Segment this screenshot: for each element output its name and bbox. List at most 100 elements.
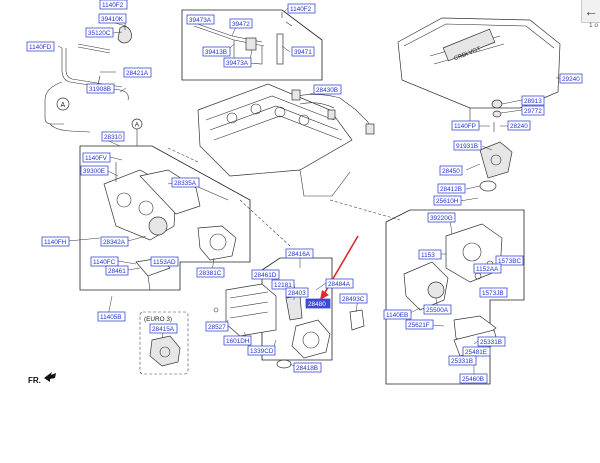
label-28461[interactable]: 28461 [105, 265, 129, 276]
egr-cooler-inset [213, 257, 365, 369]
egr-cooler [225, 283, 277, 337]
cover-badge [442, 28, 496, 62]
svg-text:25610H: 25610H [436, 198, 459, 205]
label-25331b[interactable]: 25331B [477, 336, 506, 347]
gasket-part [276, 359, 292, 369]
engine-cover: CRDi VGT [397, 17, 561, 132]
label-29772[interactable]: 29772 [521, 105, 545, 116]
egr-pipe-assembly: A [44, 22, 132, 133]
label-1573bc[interactable]: 1573BC [495, 255, 524, 266]
svg-text:1140FC: 1140FC [93, 259, 116, 266]
label-31908b[interactable]: 31908B [86, 83, 115, 94]
page-indicator: 1 o [588, 22, 598, 29]
label-1573jb[interactable]: 1573JB [479, 287, 508, 298]
svg-text:25460B: 25460B [462, 376, 484, 383]
label-91931b[interactable]: 91931B [453, 140, 482, 151]
svg-text:28240: 28240 [510, 123, 528, 130]
label-28342a[interactable]: 28342A [100, 236, 129, 247]
label-28421a[interactable]: 28421A [123, 67, 152, 78]
svg-text:1339CD: 1339CD [250, 348, 274, 355]
label-28484a[interactable]: 28484A [325, 278, 354, 289]
svg-text:35120C: 35120C [88, 30, 111, 37]
label-28335a[interactable]: 28335A [171, 177, 200, 188]
svg-text:1152AA: 1152AA [476, 266, 499, 273]
label-1140f2-mid[interactable]: 1140F2 [287, 3, 316, 14]
label-28240[interactable]: 28240 [507, 120, 531, 131]
label-29240[interactable]: 29240 [559, 73, 583, 84]
red-indicator-arrow [320, 235, 359, 300]
label-1153[interactable]: 1153 [418, 249, 442, 260]
svg-text:28421A: 28421A [126, 70, 149, 77]
label-28450[interactable]: 28450 [439, 165, 463, 176]
label-1339cd[interactable]: 1339CD [247, 345, 276, 356]
svg-text:25621F: 25621F [408, 322, 430, 329]
label-25610h[interactable]: 25610H [433, 195, 462, 206]
svg-text:28335A: 28335A [174, 180, 197, 187]
label-39473a[interactable]: 39473A [186, 14, 215, 25]
label-1152aa[interactable]: 1152AA [473, 263, 502, 274]
hose-part [276, 33, 284, 65]
euro3-label: (EURO 3) [144, 316, 172, 323]
label-1601dh[interactable]: 1601DH [223, 335, 252, 346]
label-1140fh[interactable]: 1140FH [41, 236, 70, 247]
label-28381c[interactable]: 28381C [196, 267, 225, 278]
callout-a-circle [56, 97, 70, 111]
label-28527[interactable]: 28527 [205, 321, 229, 332]
svg-text:1140EB: 1140EB [386, 312, 408, 319]
label-35120c[interactable]: 35120C [85, 27, 114, 38]
label-39220g[interactable]: 39220G [427, 212, 456, 223]
label-28403[interactable]: 28403 [285, 287, 309, 298]
label-39300e[interactable]: 39300E [80, 165, 109, 176]
svg-text:28418B: 28418B [296, 365, 318, 372]
svg-text:29772: 29772 [524, 108, 542, 115]
euro3-part [149, 335, 181, 367]
label-39471[interactable]: 39471 [291, 46, 315, 57]
svg-text:39300E: 39300E [83, 168, 105, 175]
svg-text:28480: 28480 [308, 301, 326, 308]
wiring-harness [291, 89, 375, 135]
label-11405b[interactable]: 11405B [97, 311, 126, 322]
label-1140fd[interactable]: 1140FD [26, 41, 55, 52]
svg-text:28484A: 28484A [328, 281, 351, 288]
svg-text:25331B: 25331B [451, 358, 473, 365]
label-25460b[interactable]: 25460B [459, 373, 488, 384]
label-1140fv[interactable]: 1140FV [82, 152, 111, 163]
label-25481e[interactable]: 25481E [462, 346, 491, 357]
svg-text:1140FP: 1140FP [454, 123, 476, 130]
label-12181[interactable]: 12181 [271, 279, 295, 290]
label-28461d[interactable]: 28461D [251, 269, 280, 280]
svg-text:28342A: 28342A [103, 239, 126, 246]
label-1153ad[interactable]: 1153AD [150, 256, 179, 267]
svg-text:28310: 28310 [104, 134, 122, 141]
back-button[interactable]: ← [581, 0, 600, 23]
label-39413b[interactable]: 39413B [202, 46, 231, 57]
label-39472[interactable]: 39472 [229, 18, 253, 29]
front-marker: FR. [28, 372, 56, 385]
back-arrow-icon: ← [584, 3, 598, 19]
red-arrowhead-icon [320, 290, 329, 300]
label-25621f[interactable]: 25621F [405, 319, 434, 330]
front-marker-text: FR. [28, 376, 41, 385]
svg-text:28461: 28461 [108, 268, 126, 275]
label-28412b[interactable]: 28412B [437, 183, 466, 194]
label-28310[interactable]: 28310 [101, 131, 125, 142]
label-28416a[interactable]: 28416A [285, 248, 314, 259]
label-28480-highlighted[interactable]: 28480 [305, 298, 331, 309]
svg-text:31908B: 31908B [89, 86, 111, 93]
label-28493c[interactable]: 28493C [339, 293, 368, 304]
label-1140eb[interactable]: 1140EB [383, 309, 412, 320]
label-25500a[interactable]: 25500A [423, 304, 452, 315]
label-25331b-2[interactable]: 25331B [448, 355, 477, 366]
label-28415a[interactable]: 28415A [149, 323, 178, 334]
svg-text:28403: 28403 [288, 290, 306, 297]
label-39410k[interactable]: 39410K [98, 13, 127, 24]
label-28913[interactable]: 28913 [521, 95, 545, 106]
label-39473a-2[interactable]: 39473A [223, 57, 252, 68]
label-28418b[interactable]: 28418B [293, 362, 322, 373]
label-1140f2-top[interactable]: 1140F2 [99, 0, 128, 10]
label-1140fp[interactable]: 1140FP [451, 120, 480, 131]
label-1140fc[interactable]: 1140FC [90, 256, 119, 267]
svg-text:39473A: 39473A [226, 60, 249, 67]
label-28430b[interactable]: 28430B [313, 84, 342, 95]
svg-text:1573JB: 1573JB [482, 290, 504, 297]
